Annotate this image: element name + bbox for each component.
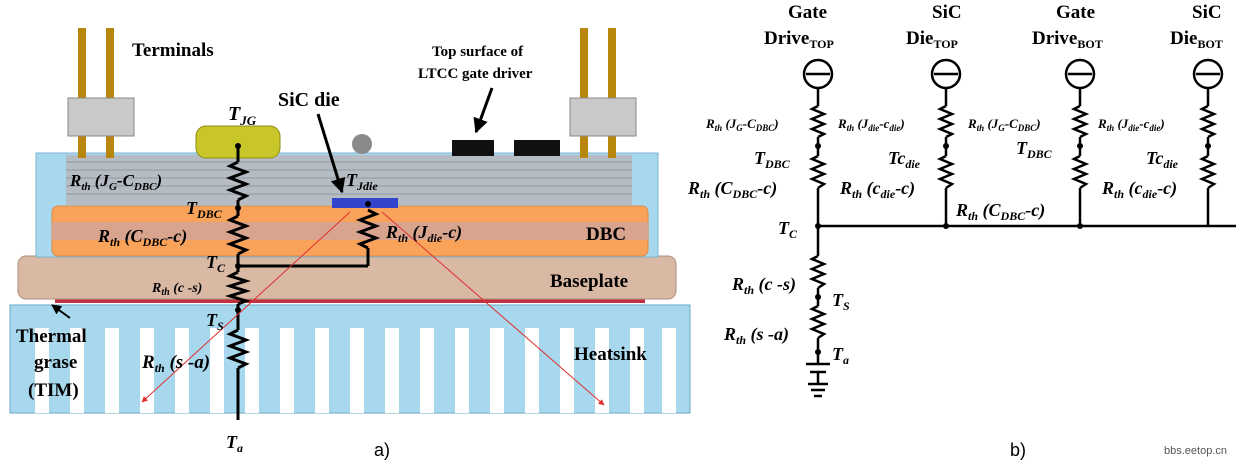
capacitor	[352, 134, 372, 154]
node-t-c: TC	[206, 252, 226, 275]
source-gate-drive-bot-line1: Gate	[1056, 2, 1095, 23]
node-t-s: TS	[206, 310, 224, 333]
watermark: bbs.eetop.cn	[1164, 445, 1227, 457]
red-arrow-left	[141, 211, 351, 403]
heatsink	[9, 304, 691, 414]
source-gate-drive-top-line2: DriveTOP	[764, 28, 834, 51]
tim-pointer	[51, 304, 71, 319]
current-source-2	[930, 58, 962, 90]
b4-r-label: Rth (Jdie-cdie)	[1097, 116, 1165, 133]
current-source-4	[1192, 58, 1224, 90]
node-t-jdie: TJdie	[346, 170, 378, 193]
b-r-cs-label: Rth (c -s)	[731, 274, 796, 297]
node-t-jg: TJG	[228, 103, 257, 128]
label-tim-3: (TIM)	[28, 380, 79, 401]
b-r-sa-label: Rth (s -a)	[723, 324, 789, 347]
r-cs-label: Rth (c -s)	[151, 281, 202, 298]
ic-package-2	[514, 140, 560, 156]
b3-t-dbc-label: TDBC	[1016, 138, 1053, 161]
label-baseplate: Baseplate	[550, 271, 628, 292]
r-cdbc-c-label: Rth (CDBC-c)	[97, 226, 187, 249]
b3-r6-label: Rth (CDBC-c)	[955, 200, 1045, 223]
caption-a: a)	[374, 440, 390, 460]
b4-r8-label: Rth (cdie-c)	[1101, 178, 1177, 201]
label-terminals: Terminals	[132, 40, 214, 61]
panel-b: Gate DriveTOP SiC DieTOP Gate DriveBOT S…	[687, 2, 1236, 460]
caption-b: b)	[1010, 440, 1026, 460]
b2-r4-label: Rth (cdie-c)	[839, 178, 915, 201]
b3-r-label: Rth (JG-CDBC)	[967, 116, 1041, 133]
sic-die-pointer	[316, 113, 346, 194]
ltcc-gate-driver	[66, 155, 632, 205]
node-t-dbc: TDBC	[186, 198, 223, 221]
label-tim-2: grase	[34, 352, 77, 373]
b-t-a-label: Ta	[832, 344, 849, 367]
label-top-surface-2: LTCC gate driver	[418, 66, 533, 82]
panel-b-network	[806, 88, 1236, 398]
b-t-c-label: TC	[778, 218, 798, 241]
panel-a-network	[224, 146, 381, 420]
source-sic-die-bot-line2: DieBOT	[1170, 28, 1223, 51]
panel-a-nodes	[235, 143, 371, 313]
b2-r-label: Rth (Jdie-cdie)	[837, 116, 905, 133]
current-source-3	[1064, 58, 1096, 90]
label-top-surface-1: Top surface of	[432, 44, 524, 60]
top-surface-pointer	[473, 87, 494, 134]
terminal-left	[67, 28, 135, 158]
sic-die	[332, 198, 398, 208]
terminal-right	[569, 28, 637, 158]
b1-t-dbc-label: TDBC	[754, 148, 791, 171]
source-gate-drive-bot-line2: DriveBOT	[1032, 28, 1103, 51]
node-t-a: Ta	[226, 432, 243, 455]
panel-a: Terminals Top surface of LTCC gate drive…	[9, 28, 691, 460]
label-heatsink: Heatsink	[574, 344, 647, 365]
b2-tc-die-label: Tcdie	[888, 148, 921, 171]
b4-tc-die-label: Tcdie	[1146, 148, 1179, 171]
r-jg-cdbc-label: Rth (JG-CDBC)	[69, 171, 162, 193]
r-jdie-c-label: Rth (Jdie-c)	[385, 222, 462, 245]
dbc	[51, 205, 649, 257]
current-source-1	[802, 58, 834, 90]
source-sic-die-top-line1: SiC	[932, 2, 962, 23]
label-sic-die: SiC die	[278, 89, 340, 111]
b1-r-label: Rth (JG-CDBC)	[705, 116, 779, 133]
source-sic-die-top-line2: DieTOP	[906, 28, 958, 51]
label-tim-1: Thermal	[16, 326, 87, 347]
source-gate-drive-top-line1: Gate	[788, 2, 827, 23]
ic-package-1	[452, 140, 494, 156]
label-dbc: DBC	[586, 224, 626, 245]
heatsink-fins	[35, 328, 676, 413]
tim-layer	[55, 298, 645, 303]
b1-r2-label: Rth (CDBC-c)	[687, 178, 777, 201]
r-sa-label: Rth (s -a)	[141, 352, 210, 375]
red-arrow-right	[381, 211, 605, 406]
panel-b-nodes	[815, 143, 1211, 355]
source-sic-die-bot-line1: SiC	[1192, 2, 1222, 23]
b-t-s-label: TS	[832, 290, 850, 313]
